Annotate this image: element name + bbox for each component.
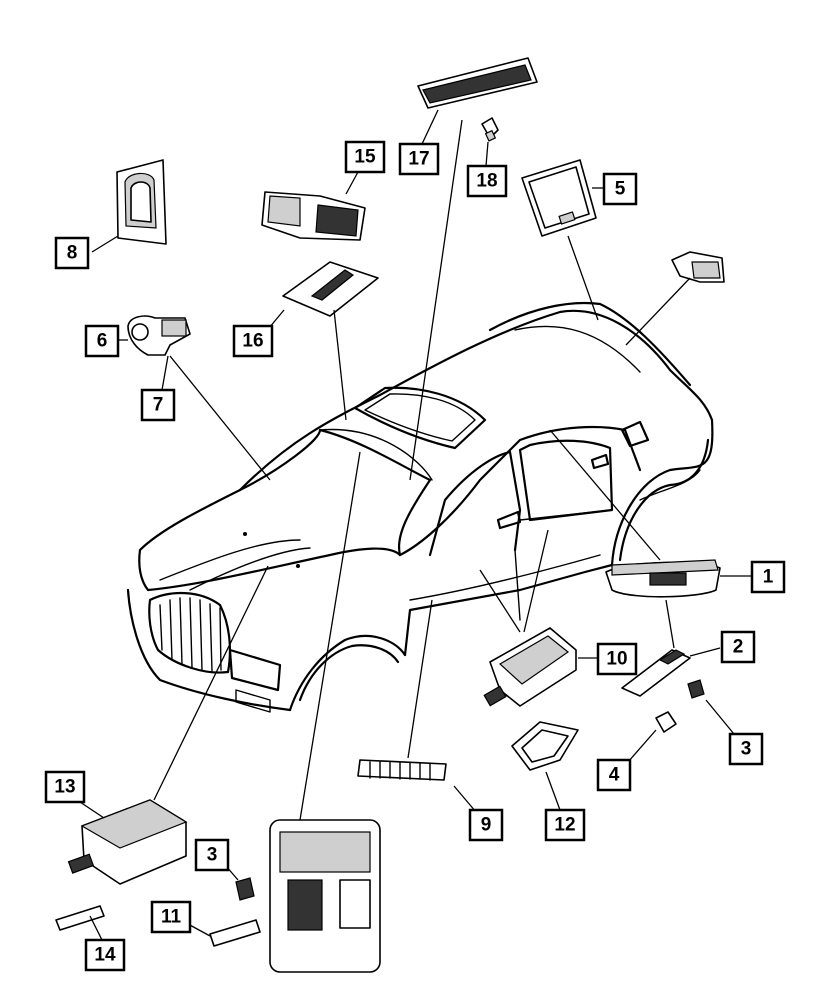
overhead-console-part-1 [605,559,721,598]
bezel-part-8 [116,159,167,245]
lamp-strip-part-9 [357,759,447,781]
svg-text:14: 14 [94,945,116,966]
lens-part-2 [621,649,691,697]
callout-17: 17 [398,142,440,176]
socket-part-3-right [687,679,705,699]
callout-12: 12 [544,808,586,842]
callout-11: 11 [150,900,192,934]
callouts: 1 2 3 3 4 5 6 7 [44,140,786,972]
svg-text:6: 6 [97,331,108,352]
callout-8: 8 [54,236,90,270]
callout-9: 9 [468,808,504,842]
callout-6: 6 [84,324,120,358]
sensor-part-6-7 [127,315,191,356]
bulb-part-14 [55,905,105,931]
svg-text:3: 3 [741,739,752,760]
svg-text:17: 17 [408,149,429,170]
svg-text:12: 12 [554,815,575,836]
svg-text:8: 8 [67,243,78,264]
svg-text:9: 9 [481,815,492,836]
svg-text:5: 5 [615,179,626,200]
svg-text:15: 15 [354,147,376,168]
lamp-lens-part-16 [282,261,379,317]
callout-14: 14 [84,938,126,972]
vehicle-body [126,301,714,713]
lens-part-12 [511,721,579,771]
bulb-part-11 [209,919,261,947]
svg-text:16: 16 [242,331,263,352]
svg-text:11: 11 [161,907,182,928]
svg-text:2: 2 [733,637,744,658]
callout-10: 10 [596,642,638,676]
callout-3-left: 3 [194,838,230,872]
svg-text:18: 18 [476,171,497,192]
callout-5: 5 [602,172,638,206]
svg-text:10: 10 [606,649,627,670]
module-part-13 [67,799,188,885]
socket-part-3-left [235,877,255,901]
callout-7: 7 [140,388,176,422]
callout-3-right: 3 [728,732,764,766]
module-part-15 [261,191,366,241]
svg-text:4: 4 [609,765,620,786]
callout-2: 2 [720,630,756,664]
module-part-10 [483,627,577,707]
callout-15: 15 [344,140,386,174]
callout-4: 4 [596,758,632,792]
rear-module-part [671,251,725,283]
bulb-part-18 [481,117,499,142]
svg-text:7: 7 [153,395,164,416]
callout-1: 1 [750,560,786,594]
svg-text:13: 13 [54,777,75,798]
callout-13: 13 [44,770,86,804]
module-plate-part-5 [521,159,597,237]
callout-16: 16 [232,324,274,358]
bulb-part-4 [655,711,677,733]
callout-18: 18 [466,164,508,198]
svg-text:1: 1 [763,567,774,588]
leader-lines [79,109,752,941]
overhead-console-part [269,819,381,973]
high-mount-stop-lamp-part [417,57,538,109]
svg-text:3: 3 [207,845,218,866]
